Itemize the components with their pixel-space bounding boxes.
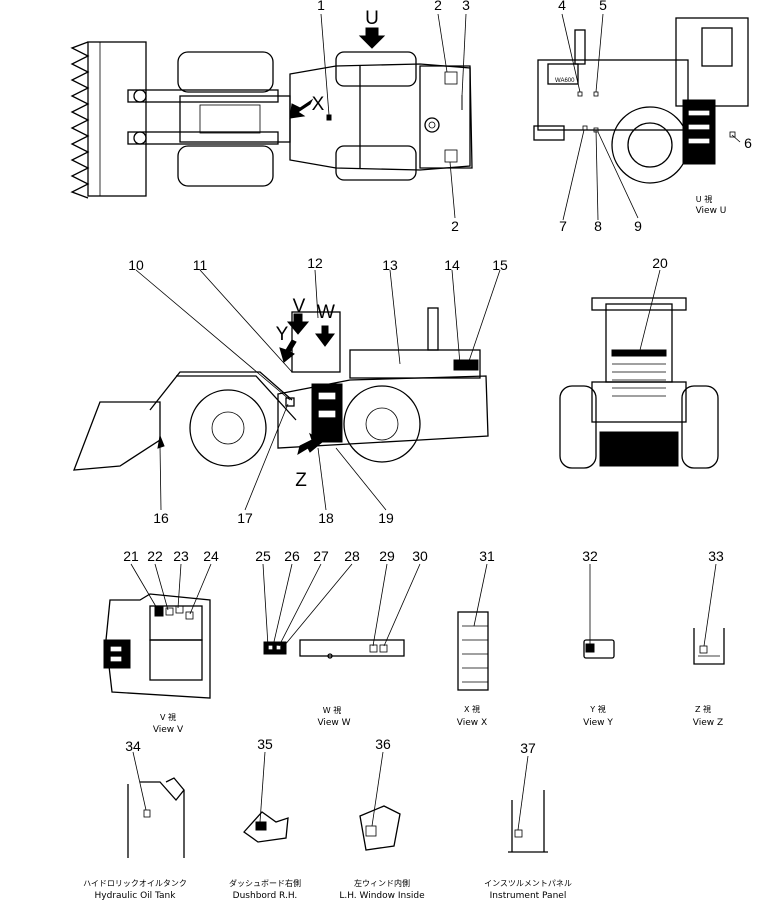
callout-21: 21 <box>123 548 139 564</box>
view-u-caption-en: View U <box>696 206 727 216</box>
view-u-caption-jp: U 視 <box>696 195 712 204</box>
view-letter-v: V <box>293 296 306 317</box>
callout-5: 5 <box>599 0 607 13</box>
callout-37: 37 <box>520 740 536 756</box>
callout-4: 4 <box>558 0 566 13</box>
view-z-caption-en: View Z <box>693 718 723 728</box>
callout-31: 31 <box>479 548 495 564</box>
view-letter-x: X <box>312 94 325 115</box>
callout-23: 23 <box>173 548 189 564</box>
leader-lines <box>130 13 741 831</box>
rear-view-drawing <box>559 297 719 469</box>
view-v-caption-en: View V <box>153 725 184 735</box>
callout-30: 30 <box>412 548 428 564</box>
hydraulic-tank-caption-en: Hydraulic Oil Tank <box>95 891 177 901</box>
view-u-drawing: WA600 <box>533 17 749 184</box>
callout-9: 9 <box>634 218 642 234</box>
window-caption-jp: 左ウィンド内側 <box>354 878 410 888</box>
callout-32: 32 <box>582 548 598 564</box>
callout-2b: 2 <box>451 218 459 234</box>
instrument-panel-caption-jp: インスツルメントパネル <box>484 879 572 888</box>
view-y-drawing <box>583 639 615 659</box>
window-drawing <box>359 805 401 851</box>
view-w-caption-jp: W 視 <box>323 706 341 715</box>
callout-27: 27 <box>313 548 329 564</box>
callout-33: 33 <box>708 548 724 564</box>
callout-20: 20 <box>652 255 668 271</box>
view-w-caption-en: View W <box>317 718 350 728</box>
callout-29: 29 <box>379 548 395 564</box>
side-view-drawing <box>73 307 489 471</box>
callout-36: 36 <box>375 736 391 752</box>
callout-11: 11 <box>193 257 208 273</box>
view-captions: U 視 View U V 視 View V W 視 View W X 視 Vie… <box>83 195 726 901</box>
view-letters: U X V W Y Z <box>276 8 379 491</box>
callout-8: 8 <box>594 218 602 234</box>
callout-1: 1 <box>317 0 325 13</box>
callout-13: 13 <box>382 257 398 273</box>
view-x-caption-en: View X <box>457 718 487 728</box>
dashboard-caption-en: Dushbord R.H. <box>233 891 298 901</box>
hydraulic-tank-caption-jp: ハイドロリックオイルタンク <box>83 879 187 888</box>
view-letter-u: U <box>365 8 379 29</box>
callout-3: 3 <box>462 0 470 13</box>
top-view-drawing <box>70 27 473 199</box>
callout-10: 10 <box>128 257 144 273</box>
view-z-drawing <box>693 628 725 665</box>
model-plate: WA600 <box>555 78 575 84</box>
view-v-caption-jp: V 視 <box>160 713 176 722</box>
callout-25: 25 <box>255 548 271 564</box>
callout-35: 35 <box>257 736 273 752</box>
callout-24: 24 <box>203 548 219 564</box>
window-caption-en: L.H. Window Inside <box>339 891 425 901</box>
hydraulic-tank-drawing <box>127 777 185 858</box>
dashboard-caption-jp: ダッシュボード右側 <box>229 878 301 888</box>
view-letter-w: W <box>317 302 335 323</box>
view-y-caption-jp: Y 視 <box>589 705 605 714</box>
callout-2a: 2 <box>434 0 442 13</box>
callout-12: 12 <box>307 255 323 271</box>
dashboard-drawing <box>243 811 289 843</box>
view-x-drawing <box>457 611 489 691</box>
callout-7: 7 <box>559 218 567 234</box>
callout-16: 16 <box>153 510 169 526</box>
callout-26: 26 <box>284 548 300 564</box>
callout-34: 34 <box>125 738 141 754</box>
callout-numbers: 1 2 2 3 4 5 6 7 8 9 10 11 12 13 14 15 16… <box>123 0 752 756</box>
callout-17: 17 <box>237 510 253 526</box>
instrument-panel-caption-en: Instrument Panel <box>490 891 567 901</box>
callout-18: 18 <box>318 510 334 526</box>
view-x-caption-jp: X 視 <box>464 705 480 714</box>
view-w-drawing <box>263 639 405 659</box>
callout-28: 28 <box>344 548 360 564</box>
view-letter-z: Z <box>295 470 307 491</box>
callout-6: 6 <box>744 135 752 151</box>
instrument-panel-drawing <box>508 790 548 853</box>
callout-22: 22 <box>147 548 163 564</box>
view-z-caption-jp: Z 視 <box>695 705 711 714</box>
view-letter-y: Y <box>276 324 289 345</box>
callout-15: 15 <box>492 257 508 273</box>
view-y-caption-en: View Y <box>583 718 613 728</box>
callout-19: 19 <box>378 510 394 526</box>
view-v-drawing <box>103 593 211 699</box>
callout-14: 14 <box>444 257 460 273</box>
